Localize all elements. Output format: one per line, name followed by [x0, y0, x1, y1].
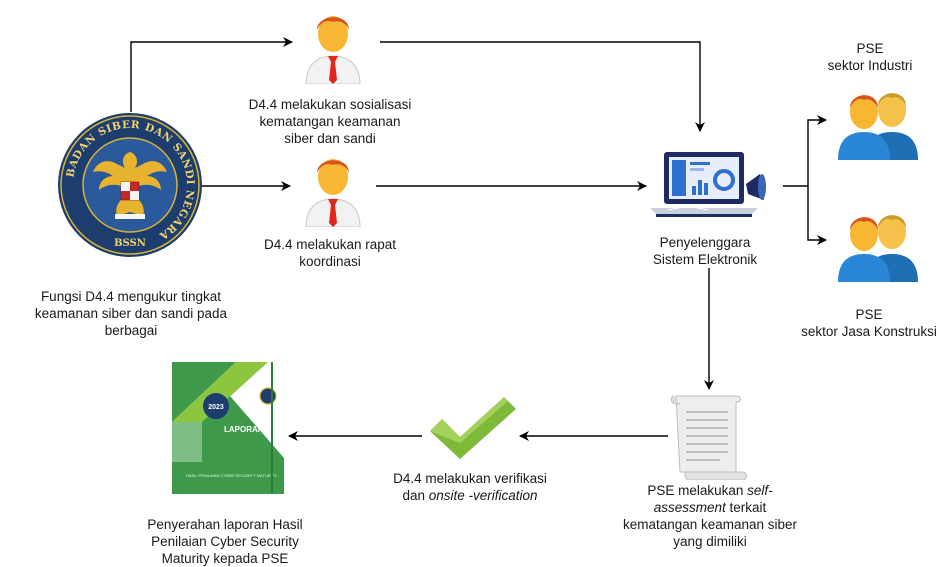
konstruksi-caption: PSE sektor Jasa Konstruksi	[801, 307, 937, 339]
checkmark-icon	[430, 397, 516, 459]
arrow-pse-to-konstruksi	[807, 186, 827, 245]
bssn-logo: BADAN SIBER DAN SANDI NEGARA BSSN	[58, 113, 202, 257]
bssn-small-logo	[259, 387, 277, 405]
verify-caption: D4.4 melakukan verifikasi dan onsite -ve…	[393, 471, 547, 503]
arrow-sosialisasi-to-pse	[380, 41, 705, 132]
report-title: LAPORAN	[224, 425, 264, 434]
industri-caption: PSE sektor Industri	[827, 41, 913, 73]
garuda-icon	[93, 152, 167, 219]
person-sosialisasi-icon	[305, 16, 361, 84]
person-rapat-caption: D4.4 melakukan rapat koordinasi	[263, 237, 397, 269]
bssn-caption: Fungsi D4.4 mengukur tingkat keamanan si…	[34, 289, 228, 338]
report-cover-image: 2023 LAPORAN HASIL PENILAIAN CYBER SECUR…	[172, 362, 284, 494]
person-sosialisasi-caption: D4.4 melakukan sosialisasi kematangan ke…	[248, 97, 412, 146]
report-subtitle: HASIL PENILAIAN CYBER SECURITY MATURITY	[186, 473, 277, 478]
computer-dashboard-icon	[650, 152, 766, 217]
bssn-acronym: BSSN	[114, 238, 146, 249]
document-caption: PSE melakukan self-assessment terkait ke…	[622, 483, 798, 549]
person-rapat-icon	[305, 159, 361, 227]
report-caption: Penyerahan laporan Hasil Penilaian Cyber…	[147, 517, 303, 566]
arrow-pse-to-industri	[807, 115, 827, 186]
document-scroll-icon	[670, 395, 747, 480]
report-year: 2023	[208, 404, 224, 411]
arrow-bssn-to-sosialisasi	[130, 37, 293, 112]
pse-caption: Penyelenggara Sistem Elektronik	[652, 235, 758, 267]
users-industri-icon	[838, 93, 918, 160]
users-konstruksi-icon	[838, 215, 918, 282]
